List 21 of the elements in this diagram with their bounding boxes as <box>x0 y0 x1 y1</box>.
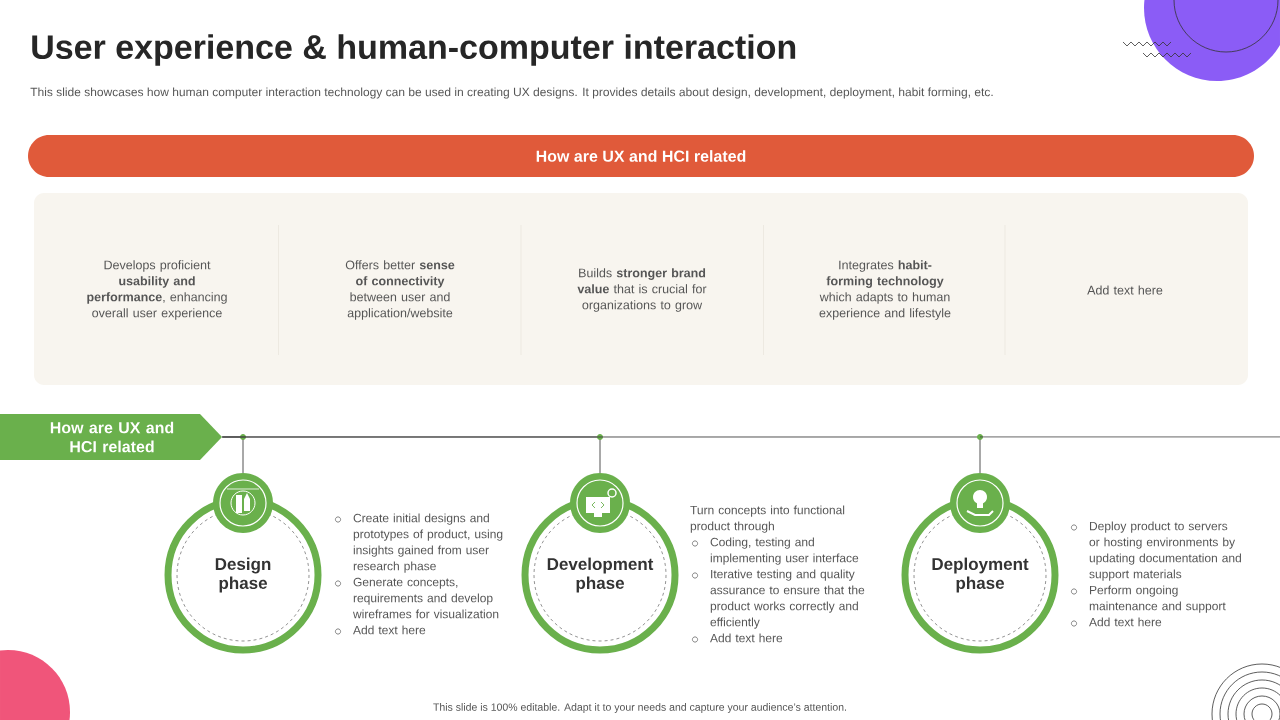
bullet-item: Add text here <box>1071 617 1162 627</box>
bullet-item: Coding, testing and implementing user interface <box>692 537 859 565</box>
bullet-item: Perform ongoing maintenance and support <box>1071 585 1226 613</box>
footer-note: This slide is 100% editable. Adapt it to your needs and capture your audience’s attention. <box>433 703 846 713</box>
description-text: Develops proficient usability and performance, enhancing overall user experience <box>87 260 227 320</box>
bullet-item: Generate concepts, requirements and develop wireframes for visualization <box>335 577 499 619</box>
bullet-item: Add text here <box>692 633 783 643</box>
description-text: Add text here <box>1087 285 1163 295</box>
title: User experience & human-computer interaction <box>32 34 796 66</box>
bullet-item: Iterative testing and quality assurance to ensure that the product works correctly and efficiently <box>692 569 865 629</box>
connector <box>221 434 983 474</box>
description-text: This slide showcases how human computer interaction technology can be used in creating UX designs. It provides details about design, development, deployment, habit forming, etc. <box>30 87 993 99</box>
bullet-item: Add text here <box>335 625 426 635</box>
description-text: Builds stronger brand value that is crucial for organizations to grow <box>577 268 707 312</box>
description-text: Integrates habit-forming technology which adapts to human experience and lifestyle <box>819 260 951 320</box>
bullet-item: Deploy product to servers or hosting environments by updating documentation and support materials <box>1071 521 1241 581</box>
arrow-banner: How are UX and HCI related <box>0 414 222 460</box>
bullet-item: Create initial designs and prototypes of product, using insights gained from user research phase <box>335 513 503 573</box>
description-text: Turn concepts into functional product through <box>690 505 845 533</box>
description-text: Offers better sense of connectivity between user and application/website <box>345 260 455 320</box>
header-bar: How are UX and HCI related <box>28 135 1254 177</box>
